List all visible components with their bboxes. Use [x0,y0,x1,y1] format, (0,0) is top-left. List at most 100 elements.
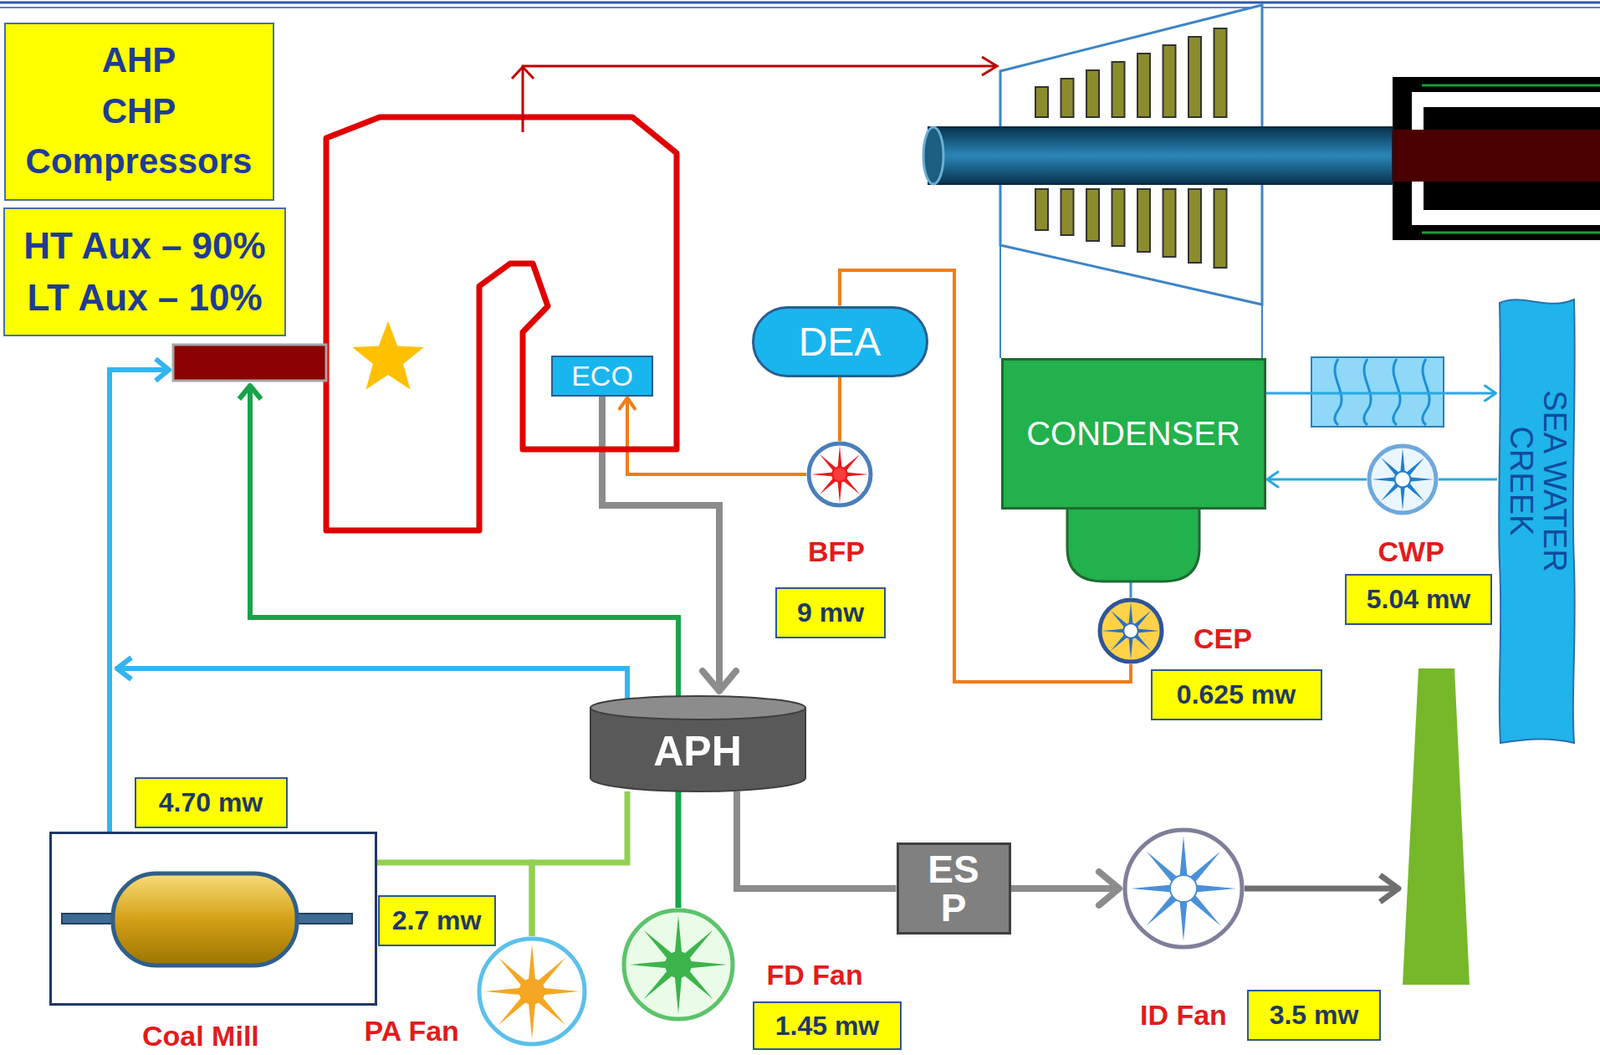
power-value: 5.04 mw [1366,583,1472,615]
fan-blade [683,930,713,960]
fan-blade [1195,884,1237,892]
shape-outline [1366,443,1439,516]
fan-blade [683,969,713,999]
burner [173,344,327,381]
arrow-head [619,398,635,409]
generator [1392,76,1600,241]
power-value: 1.45 mw [775,1010,880,1042]
pump-fan-icon: ID Fan [1122,827,1245,950]
fan-casing [1369,445,1437,513]
boiler-outline [326,117,677,531]
fan-blade [1179,899,1187,941]
equipment-label: ES P [920,849,987,927]
equipment-label: DEA [798,318,882,365]
aux-share: HT Aux – 90% [23,219,266,272]
fan-blade [629,961,669,969]
equipment-name: ID Fan [1139,998,1227,1032]
cylinder-top [590,695,806,720]
generator-stripe [1421,84,1600,87]
arrow-head [1267,471,1278,487]
fan-blade [1371,476,1396,481]
arrow-head [1099,871,1120,905]
fan-blade [498,996,527,1025]
blade [1035,189,1048,231]
power-box: 4.70 mw [134,776,288,829]
power-value: 2.7 mw [392,904,482,936]
power-value: 9 mw [797,597,864,629]
fan-blade [689,961,728,969]
blade [1035,86,1048,118]
pipe-connector [736,791,897,889]
blade [1214,189,1227,268]
fan-hub [1170,874,1197,902]
blade [1163,189,1176,257]
fan-hub [665,951,691,977]
pipe-connector [1266,385,1497,401]
shape-outline [476,935,588,1047]
pump-fan-icon: PA Fan [476,935,588,1047]
sea-water-band: SEA WATER CREEK [1497,296,1577,745]
pump-fan-icon: CEP [1097,597,1165,665]
pipe-line [838,377,842,442]
fan-blade [644,969,674,999]
pipe-connector [1267,471,1367,487]
shape-outline [1097,597,1165,665]
main-steam-line [522,66,996,133]
power-box: 1.45 mw [752,1001,902,1050]
coal-mill-box: Coal Mill [49,831,378,1006]
blade [1188,189,1202,263]
fan-blade [1189,851,1222,884]
equipment-label: ECO [571,359,634,393]
fan-casing [623,909,733,1019]
blade [1112,61,1125,118]
flue-line [1244,885,1396,892]
fan-blade [811,471,834,476]
coal-air-line [109,369,169,832]
pipe-line [531,791,628,936]
pipe-connector [531,791,628,936]
blade [1137,189,1151,252]
power-value: 0.625 mw [1176,679,1296,711]
pipe-connector [1011,871,1120,905]
arrow-head [155,358,169,381]
pipe-line [602,396,720,692]
blade [1086,189,1100,241]
air-preheater: APH [589,694,807,792]
fan-blade [542,987,580,995]
aux-list-box: AHPCHPCompressors [4,22,275,201]
fan-blade [1128,602,1133,625]
top-rule [0,6,1600,9]
hot-air-line [115,668,628,701]
equipment-name: PA Fan [364,1014,460,1048]
pipe-line [1267,478,1367,481]
arrow-head [981,56,997,76]
fan-blade [1179,835,1187,877]
generator-stripe [1421,231,1600,235]
pipe-line [1438,478,1498,481]
equipment-name: Coal Mill [142,1019,260,1053]
power-box: 2.7 mw [378,894,496,946]
fan-blade [1137,628,1161,633]
turbine-shaft [928,127,1393,185]
condenser-box: CONDENSER [1001,357,1267,510]
pipe-line [675,791,682,908]
fan-casing [479,938,585,1044]
aux-item: Compressors [25,136,253,188]
equipment-name: FD Fan [766,958,864,992]
pipe-connector [1438,479,1498,481]
pump-fan-icon: FD Fan [621,907,736,1022]
aux-share: LT Aux – 10% [26,271,262,324]
fan-casing [1124,829,1243,947]
blade [1163,45,1176,118]
power-box: 9 mw [775,587,886,639]
fan-blade [1102,628,1125,633]
shape-outline [621,907,736,1022]
power-value: 4.70 mw [158,787,264,818]
deaerator-tank: DEA [751,306,929,378]
arrow-head [239,385,261,399]
water-body-label: SEA WATER CREEK [1503,380,1571,582]
pump-fan-icon: CWP [1366,443,1439,516]
chimney [1402,668,1470,985]
fan-blade [837,480,842,504]
fan-blade [644,930,674,960]
